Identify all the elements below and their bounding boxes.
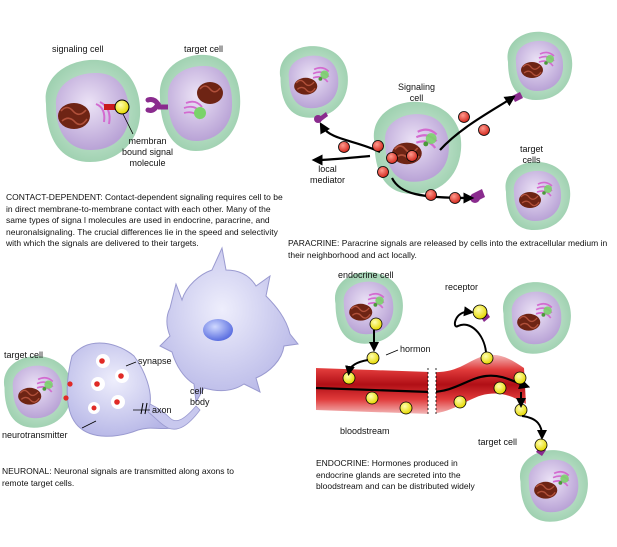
paracrine-target-cell-top-left: [279, 45, 349, 119]
endocrine-hormone-label: hormon: [400, 344, 431, 354]
contact-signaling-cell: [45, 59, 141, 162]
neuron-vesicles: [88, 354, 129, 414]
paracrine-signaling-cell: [372, 100, 463, 195]
paracrine-target-cell-bottom: [504, 160, 572, 231]
contact-signal-molecule: [114, 99, 130, 115]
paracrine-mediators: [338, 111, 490, 204]
endocrine-receptor-label: receptor: [445, 282, 479, 292]
paracrine-target-cell-top-right: [506, 30, 574, 101]
neuronal-axon-label: axon: [152, 405, 172, 415]
endocrine-caption-text: Hormones produced in endocrine glands ar…: [316, 458, 475, 491]
neuron-nucleus: [203, 319, 233, 341]
contact-target-cell: [159, 54, 241, 151]
paracrine-target-cells-label: target cells: [520, 144, 544, 165]
contact-target-cell-label: target cell: [184, 44, 224, 54]
neuronal-cell-body-label: cell body: [190, 386, 210, 407]
contact-caption: CONTACT-DEPENDENT: Contact-dependent sig…: [6, 192, 290, 250]
neuronal-target-cell: [3, 355, 73, 429]
paracrine-caption: PARACRINE: Paracrine signals are release…: [288, 238, 608, 261]
endocrine-bloodstream-label: bloodstream: [340, 426, 390, 436]
endocrine-panel: [315, 271, 589, 523]
contact-receptor: [145, 97, 161, 113]
contact-molecule-label: membran bound signal molecule: [122, 136, 174, 168]
paracrine-panel: [279, 30, 574, 231]
neuronal-synapse-label: synapse: [138, 356, 172, 366]
paracrine-caption-title: PARACRINE:: [288, 238, 340, 248]
endocrine-caption: ENDOCRINE: Hormones produced in endocrin…: [316, 458, 484, 493]
endocrine-caption-title: ENDOCRINE:: [316, 458, 370, 468]
neuronal-caption: NEURONAL: Neuronal signals are transmitt…: [2, 466, 262, 489]
paracrine-local-mediator-label: local mediator: [310, 164, 346, 185]
paracrine-signaling-cell-label: Signaling cell: [398, 82, 436, 103]
contact-signal-molecule-stalk: [104, 104, 122, 110]
endocrine-cell: [334, 271, 404, 345]
neuronal-panel: [3, 246, 299, 437]
contact-molecule-pointer: [122, 113, 134, 135]
neuronal-caption-text: Neuronal signals are transmitted along a…: [2, 466, 234, 488]
endocrine-target-cell-bottom: [519, 449, 589, 523]
endocrine-target-cell-label: target cell: [478, 437, 518, 447]
paracrine-caption-text: Paracrine signals are released by cells …: [288, 238, 608, 260]
neuronal-target-cell-label: target cell: [4, 350, 44, 360]
contact-caption-title: CONTACT-DEPENDENT:: [6, 192, 103, 202]
neuronal-caption-title: NEURONAL:: [2, 466, 52, 476]
neuron-axon: [147, 403, 201, 430]
contact-panel: [45, 54, 241, 162]
contact-caption-text: Contact-dependent signaling requires cel…: [6, 192, 283, 248]
contact-signaling-cell-label: signaling cell: [52, 44, 104, 54]
endocrine-cell-label: endocrine cell: [338, 270, 394, 280]
endocrine-target-cell-top: [502, 281, 572, 355]
neuronal-neurotransmitter-label: neurotransmitter: [2, 430, 68, 440]
bloodstream-vessel: [316, 354, 526, 414]
